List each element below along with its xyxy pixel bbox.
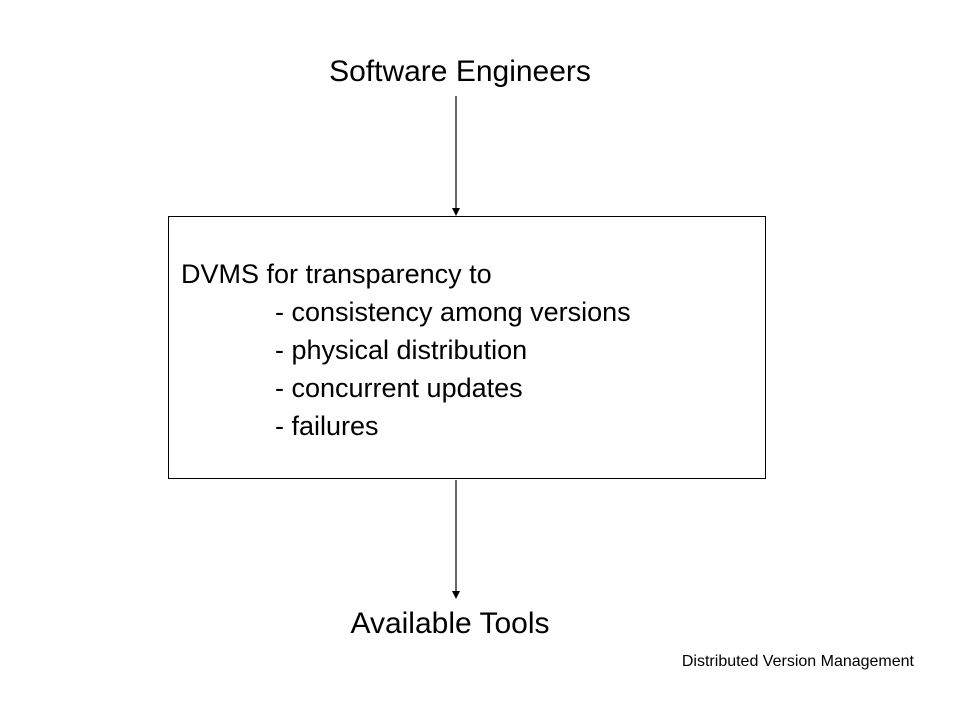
dvms-item-list: - consistency among versions - physical … [275, 293, 631, 445]
arrow-box-to-bottom [452, 480, 460, 599]
dvms-item: - consistency among versions [275, 297, 631, 327]
slide-footer: Distributed Version Management [681, 653, 914, 670]
dvms-box: DVMS for transparency to - consistency a… [168, 216, 766, 479]
dvms-item: - physical distribution [275, 335, 528, 365]
bottom-node-label: Available Tools [350, 607, 550, 640]
arrow-top-to-box [452, 96, 460, 216]
dvms-item: - failures [275, 411, 379, 441]
dvms-box-heading: DVMS for transparency to [181, 259, 492, 289]
dvms-item: - concurrent updates [275, 373, 523, 403]
top-node-label: Software Engineers [329, 55, 591, 88]
